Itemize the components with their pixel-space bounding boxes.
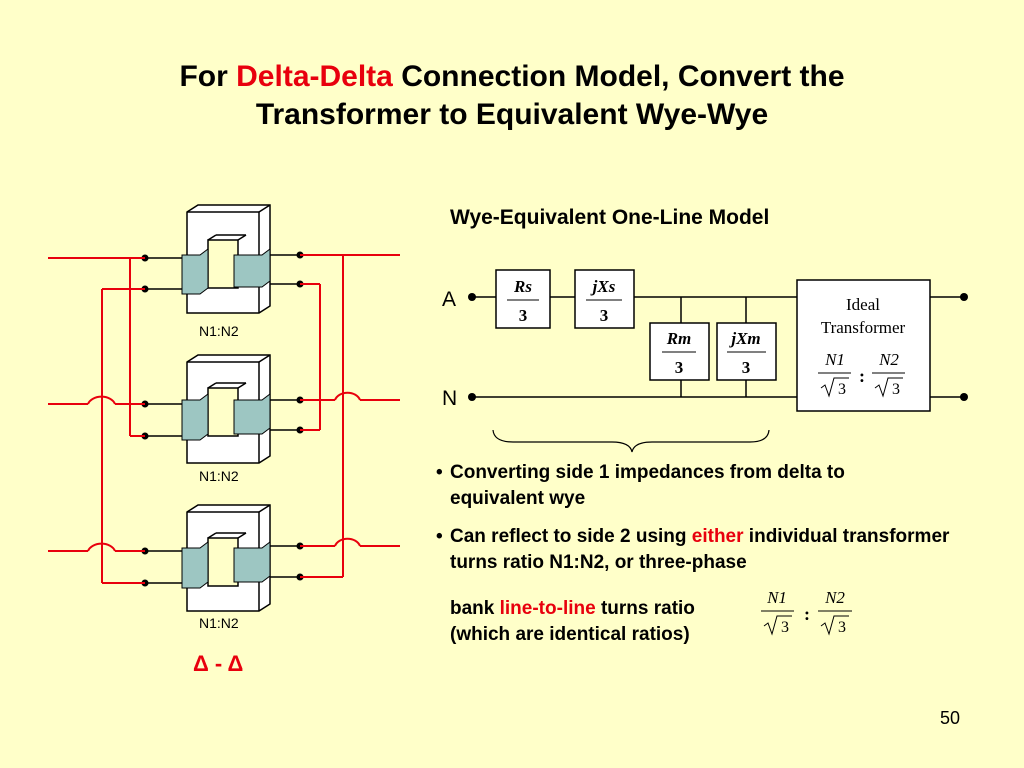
transformer-1 [181, 204, 271, 314]
rs-denominator: 3 [519, 306, 528, 325]
ideal-transformer-line1: Ideal [846, 295, 880, 314]
ideal-ratio-colon: : [859, 366, 865, 386]
bank-ratio-sqrt3-right: 3 [838, 619, 846, 636]
delta-delta-label: Δ - Δ [193, 651, 243, 676]
bullet-dot-icon: • [436, 526, 443, 547]
bank-ratio-colon: : [804, 604, 810, 624]
bullet-1-text: Converting side 1 impedances from delta … [450, 462, 845, 509]
rm-impedance-box: Rm 3 [649, 322, 710, 381]
bank-part2: turns ratio [595, 598, 695, 619]
bullet-2-highlight: either [691, 526, 744, 547]
bank-line2: (which are identical ratios) [450, 624, 690, 645]
winding-leads [145, 254, 300, 584]
ideal-transformer-line2: Transformer [821, 318, 906, 337]
bullet-list: • Converting side 1 impedances from delt… [436, 460, 996, 588]
title-part1: For [179, 60, 237, 93]
transformer-1-ratio: N1:N2 [199, 323, 239, 339]
secondary-a-terminal [960, 293, 968, 301]
jxs-denominator: 3 [600, 306, 609, 325]
page-number: 50 [940, 708, 961, 728]
bank-ratio-n2: N2 [824, 588, 845, 607]
primary-delta-wiring [48, 257, 145, 584]
bullet-item-2: • Can reflect to side 2 using either ind… [436, 524, 996, 576]
transformer-3-ratio: N1:N2 [199, 615, 239, 631]
bullet-dot-icon: • [436, 462, 443, 483]
transformer-3 [181, 504, 271, 612]
secondary-delta-wiring [300, 254, 400, 578]
sqrt-sign-icon [820, 377, 849, 398]
bank-ratio-text: bank line-to-line turns ratio (which are… [450, 596, 695, 648]
jxs-numerator: jXs [590, 277, 616, 296]
ideal-transformer-box: Ideal Transformer N1 3 : N2 3 [796, 279, 931, 412]
jxm-numerator: jXm [728, 329, 760, 348]
slide-title: For Delta-Delta Connection Model, Conver… [60, 58, 964, 134]
ideal-ratio-n1: N1 [824, 350, 845, 369]
rm-numerator: Rm [666, 329, 692, 348]
bullet-2-part2: individual transformer turns ratio N1:N2… [450, 526, 950, 573]
bullet-2-part1: Can reflect to side 2 using [450, 526, 692, 547]
rm-denominator: 3 [675, 358, 684, 377]
secondary-n-terminal [960, 393, 968, 401]
one-line-model: A N Rs 3 jXs [442, 269, 968, 636]
bank-ratio-n1: N1 [766, 588, 787, 607]
title-line2: Transformer to Equivalent Wye-Wye [255, 98, 769, 131]
ideal-ratio-sqrt3-left: 3 [838, 381, 846, 398]
rs-impedance-box: Rs 3 [495, 269, 551, 329]
ideal-ratio-n2: N2 [878, 350, 899, 369]
transformer-2-ratio: N1:N2 [199, 468, 239, 484]
one-line-wires [472, 296, 964, 453]
sqrt-sign-icon [820, 615, 849, 636]
bullet-item-1: • Converting side 1 impedances from delt… [436, 460, 996, 512]
sqrt-sign-icon [763, 615, 792, 636]
delta-delta-bank: N1:N2 N1:N2 N1:N2 [48, 204, 400, 631]
bank-highlight: line-to-line [499, 598, 596, 619]
jxs-impedance-box: jXs 3 [574, 269, 635, 329]
title-highlight: Delta-Delta [236, 60, 393, 93]
bullet-2-text: Can reflect to side 2 using either indiv… [450, 524, 950, 576]
one-line-model-heading: Wye-Equivalent One-Line Model [450, 206, 770, 229]
node-a-label: A [442, 288, 456, 311]
ideal-ratio-sqrt3-right: 3 [892, 381, 900, 398]
rs-numerator: Rs [513, 277, 532, 296]
jxm-denominator: 3 [742, 358, 751, 377]
node-n-label: N [442, 387, 457, 410]
transformer-2 [181, 354, 271, 464]
sqrt-sign-icon [874, 377, 903, 398]
title-part2: Connection Model, Convert the [392, 60, 845, 93]
jxm-impedance-box: jXm 3 [716, 322, 777, 381]
bank-ratio-sqrt3-left: 3 [781, 619, 789, 636]
bank-part1: bank [450, 598, 500, 619]
bank-ratio-formula: N1 3 : N2 3 [761, 588, 852, 636]
